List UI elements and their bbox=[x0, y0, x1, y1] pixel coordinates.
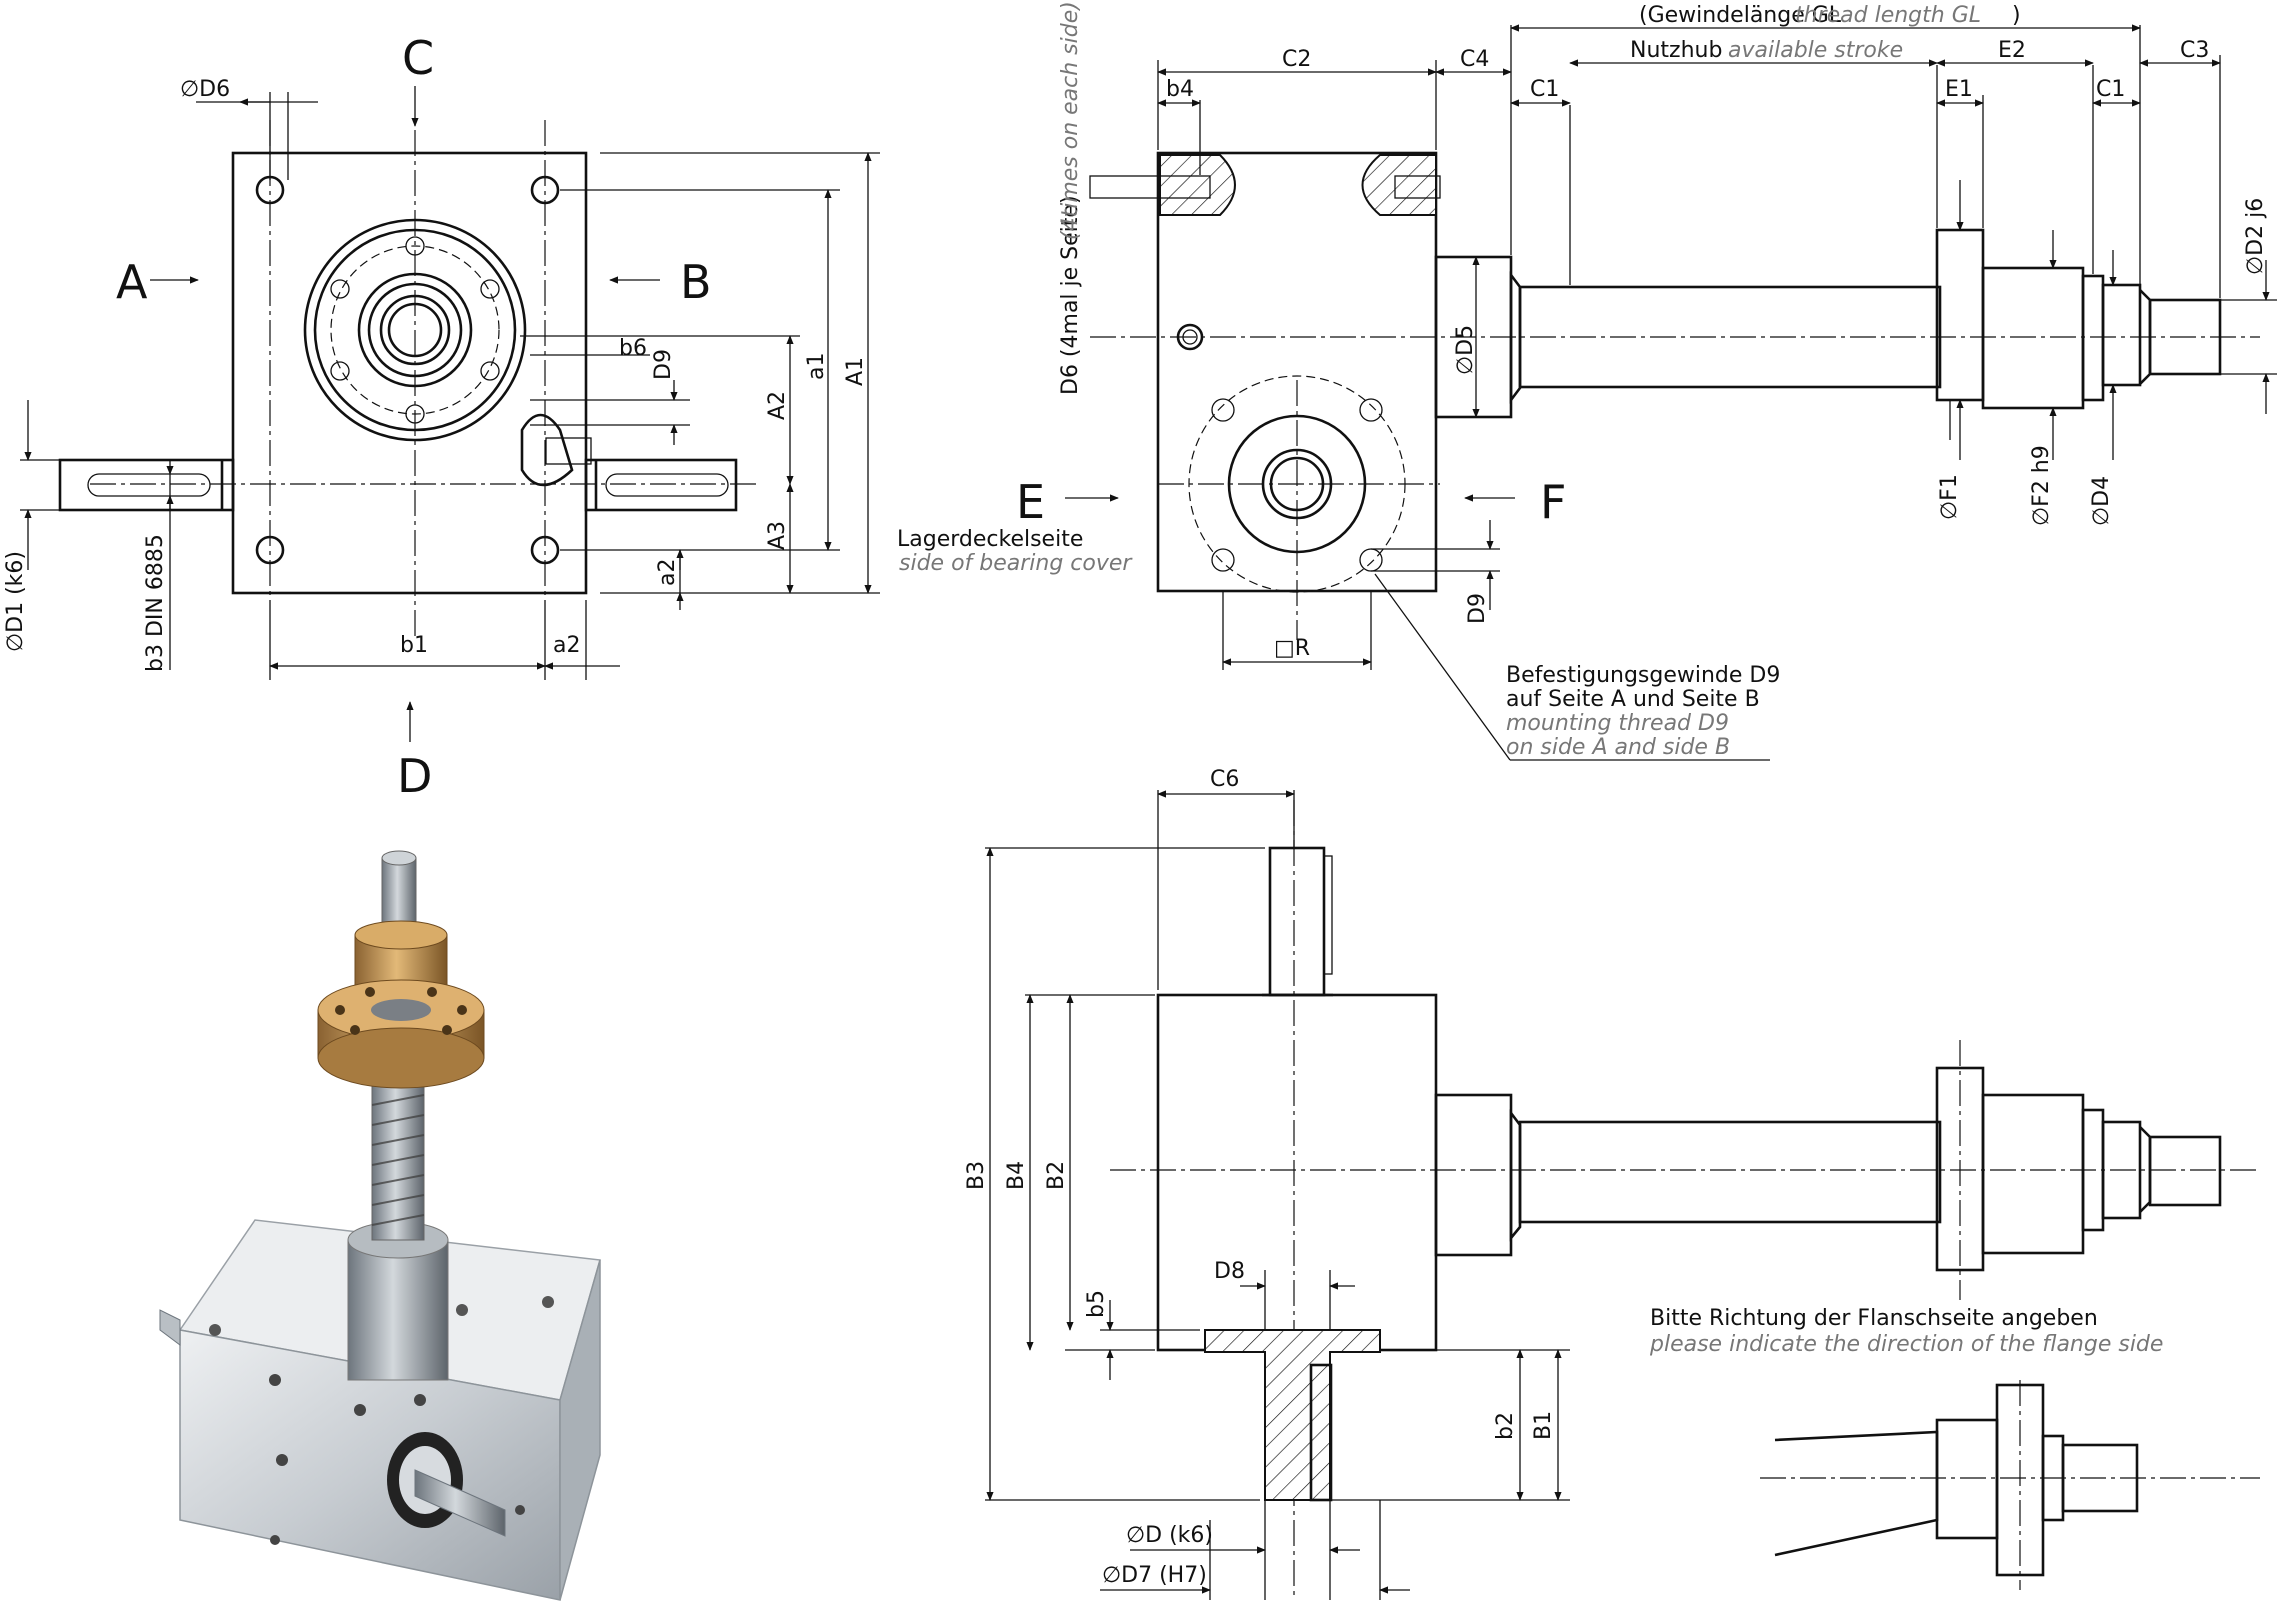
d6-note-en: (4times on each side) bbox=[1058, 1, 1083, 240]
dim-b4: b4 bbox=[1166, 77, 1194, 102]
dim-r: □R bbox=[1274, 636, 1310, 661]
dim-c6: C6 bbox=[1210, 767, 1239, 792]
dim-f2: ∅F2 h9 bbox=[2029, 445, 2054, 526]
dim-d5: ∅D5 bbox=[1453, 325, 1478, 375]
dim-c3: C3 bbox=[2180, 38, 2209, 63]
cover-label-de: Lagerdeckelseite bbox=[897, 527, 1083, 552]
dim-f1: ∅F1 bbox=[1937, 474, 1962, 520]
dim-a1: a1 bbox=[804, 353, 829, 380]
dim-c1-a: C1 bbox=[1530, 77, 1559, 102]
dim-A3: A3 bbox=[765, 521, 790, 550]
flange-note-de: Bitte Richtung der Flanschseite angeben bbox=[1650, 1306, 2098, 1331]
view-letter-a: A bbox=[116, 255, 148, 309]
top-view: A B C D ∅D6 b6 b1 a2 D9 A2 a1 A1 A3 a2 ∅… bbox=[3, 31, 880, 803]
dim-d2: ∅D2 j6 bbox=[2243, 198, 2268, 275]
dim-B1: B1 bbox=[1531, 1411, 1556, 1440]
mount-label-en2: on side A and side B bbox=[1506, 735, 1730, 760]
dim-d4: ∅D4 bbox=[2089, 476, 2114, 526]
view-letter-d: D bbox=[397, 749, 432, 803]
thread-length-close: ) bbox=[2012, 3, 2021, 28]
view-letter-c: C bbox=[402, 31, 434, 85]
dim-e1: E1 bbox=[1945, 77, 1973, 102]
view-letter-e: E bbox=[1016, 475, 1045, 529]
dim-d-k6: ∅D (k6) bbox=[1126, 1523, 1213, 1548]
dim-b6: b6 bbox=[619, 336, 647, 361]
corner-holes bbox=[255, 175, 560, 565]
left-shaft bbox=[58, 458, 235, 512]
mount-label-de1: Befestigungsgewinde D9 bbox=[1506, 663, 1780, 688]
dim-c1-b: C1 bbox=[2096, 77, 2125, 102]
dim-b1: b1 bbox=[400, 633, 428, 658]
dim-B3: B3 bbox=[964, 1161, 989, 1190]
dim-B2: B2 bbox=[1044, 1161, 1069, 1190]
flange-detail bbox=[1760, 1380, 2260, 1590]
mount-label-de2: auf Seite A und Seite B bbox=[1506, 687, 1760, 712]
side-view: E F (Gewindelänge GL thread length GL ) … bbox=[897, 1, 2277, 761]
view-letter-f: F bbox=[1540, 475, 1566, 529]
dim-d9-a: D9 bbox=[651, 349, 676, 380]
dim-a2-h: a2 bbox=[553, 633, 580, 658]
flange-note-en: please indicate the direction of the fla… bbox=[1649, 1332, 2163, 1357]
dim-d1: ∅D1 (k6) bbox=[3, 551, 28, 652]
stroke-en: available stroke bbox=[1728, 38, 1903, 63]
mount-label-en1: mounting thread D9 bbox=[1506, 711, 1729, 736]
dim-d7: ∅D7 (H7) bbox=[1102, 1563, 1207, 1588]
cover-label-en: side of bearing cover bbox=[899, 551, 1133, 576]
right-shaft bbox=[584, 458, 738, 512]
product-illustration bbox=[159, 850, 601, 1601]
front-view: C6 D8 B3 B4 B2 b5 b2 B1 ∅D (k6) ∅D7 (H7)… bbox=[964, 767, 2260, 1600]
dim-A1: A1 bbox=[843, 357, 868, 386]
dim-b5: b5 bbox=[1084, 1290, 1109, 1318]
dim-d6: ∅D6 bbox=[180, 77, 230, 102]
dim-d8: D8 bbox=[1214, 1259, 1245, 1284]
thread-length-en: thread length GL bbox=[1795, 3, 1981, 28]
flange-circle bbox=[303, 218, 527, 442]
dim-d9-b: D9 bbox=[1465, 593, 1490, 624]
dim-b3: b3 DIN 6885 bbox=[143, 534, 168, 672]
d6-note-de: D6 (4mal je Seite) bbox=[1058, 195, 1083, 395]
dim-B4: B4 bbox=[1004, 1161, 1029, 1190]
stroke-de: Nutzhub bbox=[1630, 38, 1722, 63]
dim-A2: A2 bbox=[765, 391, 790, 420]
view-letter-b: B bbox=[680, 255, 712, 309]
dim-e2: E2 bbox=[1998, 38, 2026, 63]
dim-c2: C2 bbox=[1282, 47, 1311, 72]
dim-a2-v: a2 bbox=[655, 559, 680, 586]
dim-b2: b2 bbox=[1493, 1412, 1518, 1440]
dim-c4: C4 bbox=[1460, 47, 1489, 72]
thread-length-de: (Gewindelänge GL bbox=[1639, 3, 1842, 28]
